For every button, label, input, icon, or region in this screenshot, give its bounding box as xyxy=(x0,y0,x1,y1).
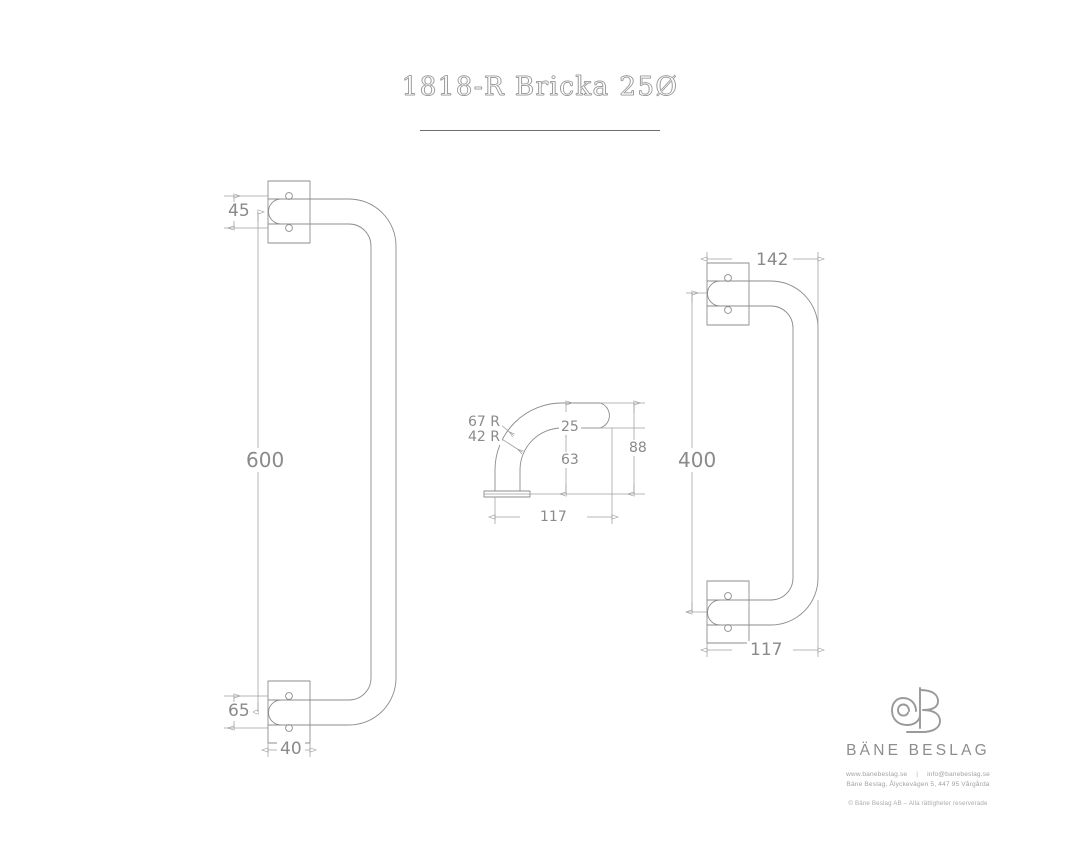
left-handle-tube-outer xyxy=(268,198,397,726)
right-bottom-tube-cap xyxy=(707,599,721,626)
right-dimension-lines xyxy=(686,252,818,657)
left-bottom-tube-cap xyxy=(268,699,282,726)
left-top-mounting-plate xyxy=(267,180,311,244)
center-dimension-lines xyxy=(484,403,645,524)
email-link[interactable]: info@banebeslag.se xyxy=(927,771,990,778)
contact-line: www.banebeslag.se | info@banebeslag.se xyxy=(818,771,1018,778)
center-profile-view xyxy=(483,402,610,498)
right-top-tube-cap xyxy=(707,280,721,307)
left-top-tube-cap xyxy=(268,198,282,225)
contact-separator: | xyxy=(916,771,919,778)
left-handle-view xyxy=(267,180,397,744)
brand-name: BÄNE BESLAG xyxy=(846,742,990,759)
center-tube-inner xyxy=(519,427,600,491)
center-tube-outer xyxy=(494,402,610,491)
left-bottom-mounting-plate xyxy=(267,680,311,744)
right-handle-tube-outer xyxy=(707,280,819,626)
address-line: Bäne Beslag, Ålyckevägen 5, 447 95 Vårgå… xyxy=(846,781,990,788)
right-top-mounting-plate xyxy=(706,262,750,326)
left-handle-tube-inner xyxy=(268,223,372,701)
bane-b-monogram-icon xyxy=(891,687,941,733)
right-handle-view xyxy=(706,262,819,644)
right-handle-tube-inner xyxy=(707,305,794,601)
branding-footer: BÄNE BESLAG www.banebeslag.se | info@ban… xyxy=(818,684,1018,807)
website-link[interactable]: www.banebeslag.se xyxy=(846,771,908,778)
right-bottom-mounting-plate xyxy=(706,580,750,644)
left-dimension-lines xyxy=(224,196,310,757)
copyright-line: © Bäne Beslag AB – Alla rättigheter rese… xyxy=(848,800,988,807)
